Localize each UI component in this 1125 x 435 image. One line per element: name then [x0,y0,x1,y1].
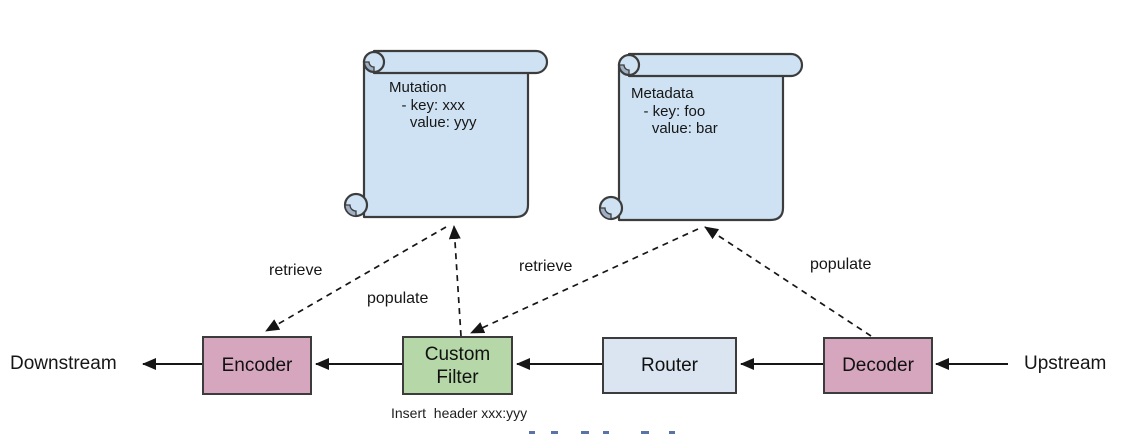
dashed-arrow-populate-customfilter-to-mutation [448,225,462,337]
encoder-node: Encoder [202,336,312,395]
mutation-scroll-text: Mutation - key: xxx value: yyy [389,79,477,131]
decoder-node-label: Decoder [842,355,914,376]
clipped-text-fragment [529,431,535,434]
clipped-text-fragment [551,431,558,434]
clipped-text-fragment [641,431,649,434]
insert-header-caption: Insert header xxx:yyy [391,405,528,421]
dashed-arrow-populate-decoder-to-metadata [704,226,872,337]
custom-filter-node-label: Custom Filter [424,343,491,388]
scroll-shape-icon [598,52,804,222]
clipped-text-fragment [603,431,609,434]
edge-label-populate-left: populate [367,290,429,307]
router-node: Router [602,337,737,394]
router-node-label: Router [640,355,699,376]
edge-label-populate-right: populate [810,256,872,273]
scroll-shape-icon [343,49,549,219]
decoder-node: Decoder [823,337,933,394]
metadata-scroll: Metadata - key: foo value: bar [598,51,806,232]
dashed-arrow-retrieve-metadata-to-customfilter [470,228,699,334]
clipped-text-fragment [581,431,589,434]
edge-label-retrieve-left: retrieve [269,262,323,279]
encoder-node-label: Encoder [221,355,293,376]
upstream-label: Upstream [1024,353,1107,374]
edge-label-retrieve-right: retrieve [519,258,573,275]
metadata-scroll-text: Metadata - key: foo value: bar [631,85,718,137]
downstream-label: Downstream [10,353,117,374]
dashed-arrow-retrieve-mutation-to-encoder [265,226,447,332]
custom-filter-node: Custom Filter [402,336,513,395]
mutation-scroll: Mutation - key: xxx value: yyy [343,48,551,229]
clipped-text-fragment [669,431,675,434]
